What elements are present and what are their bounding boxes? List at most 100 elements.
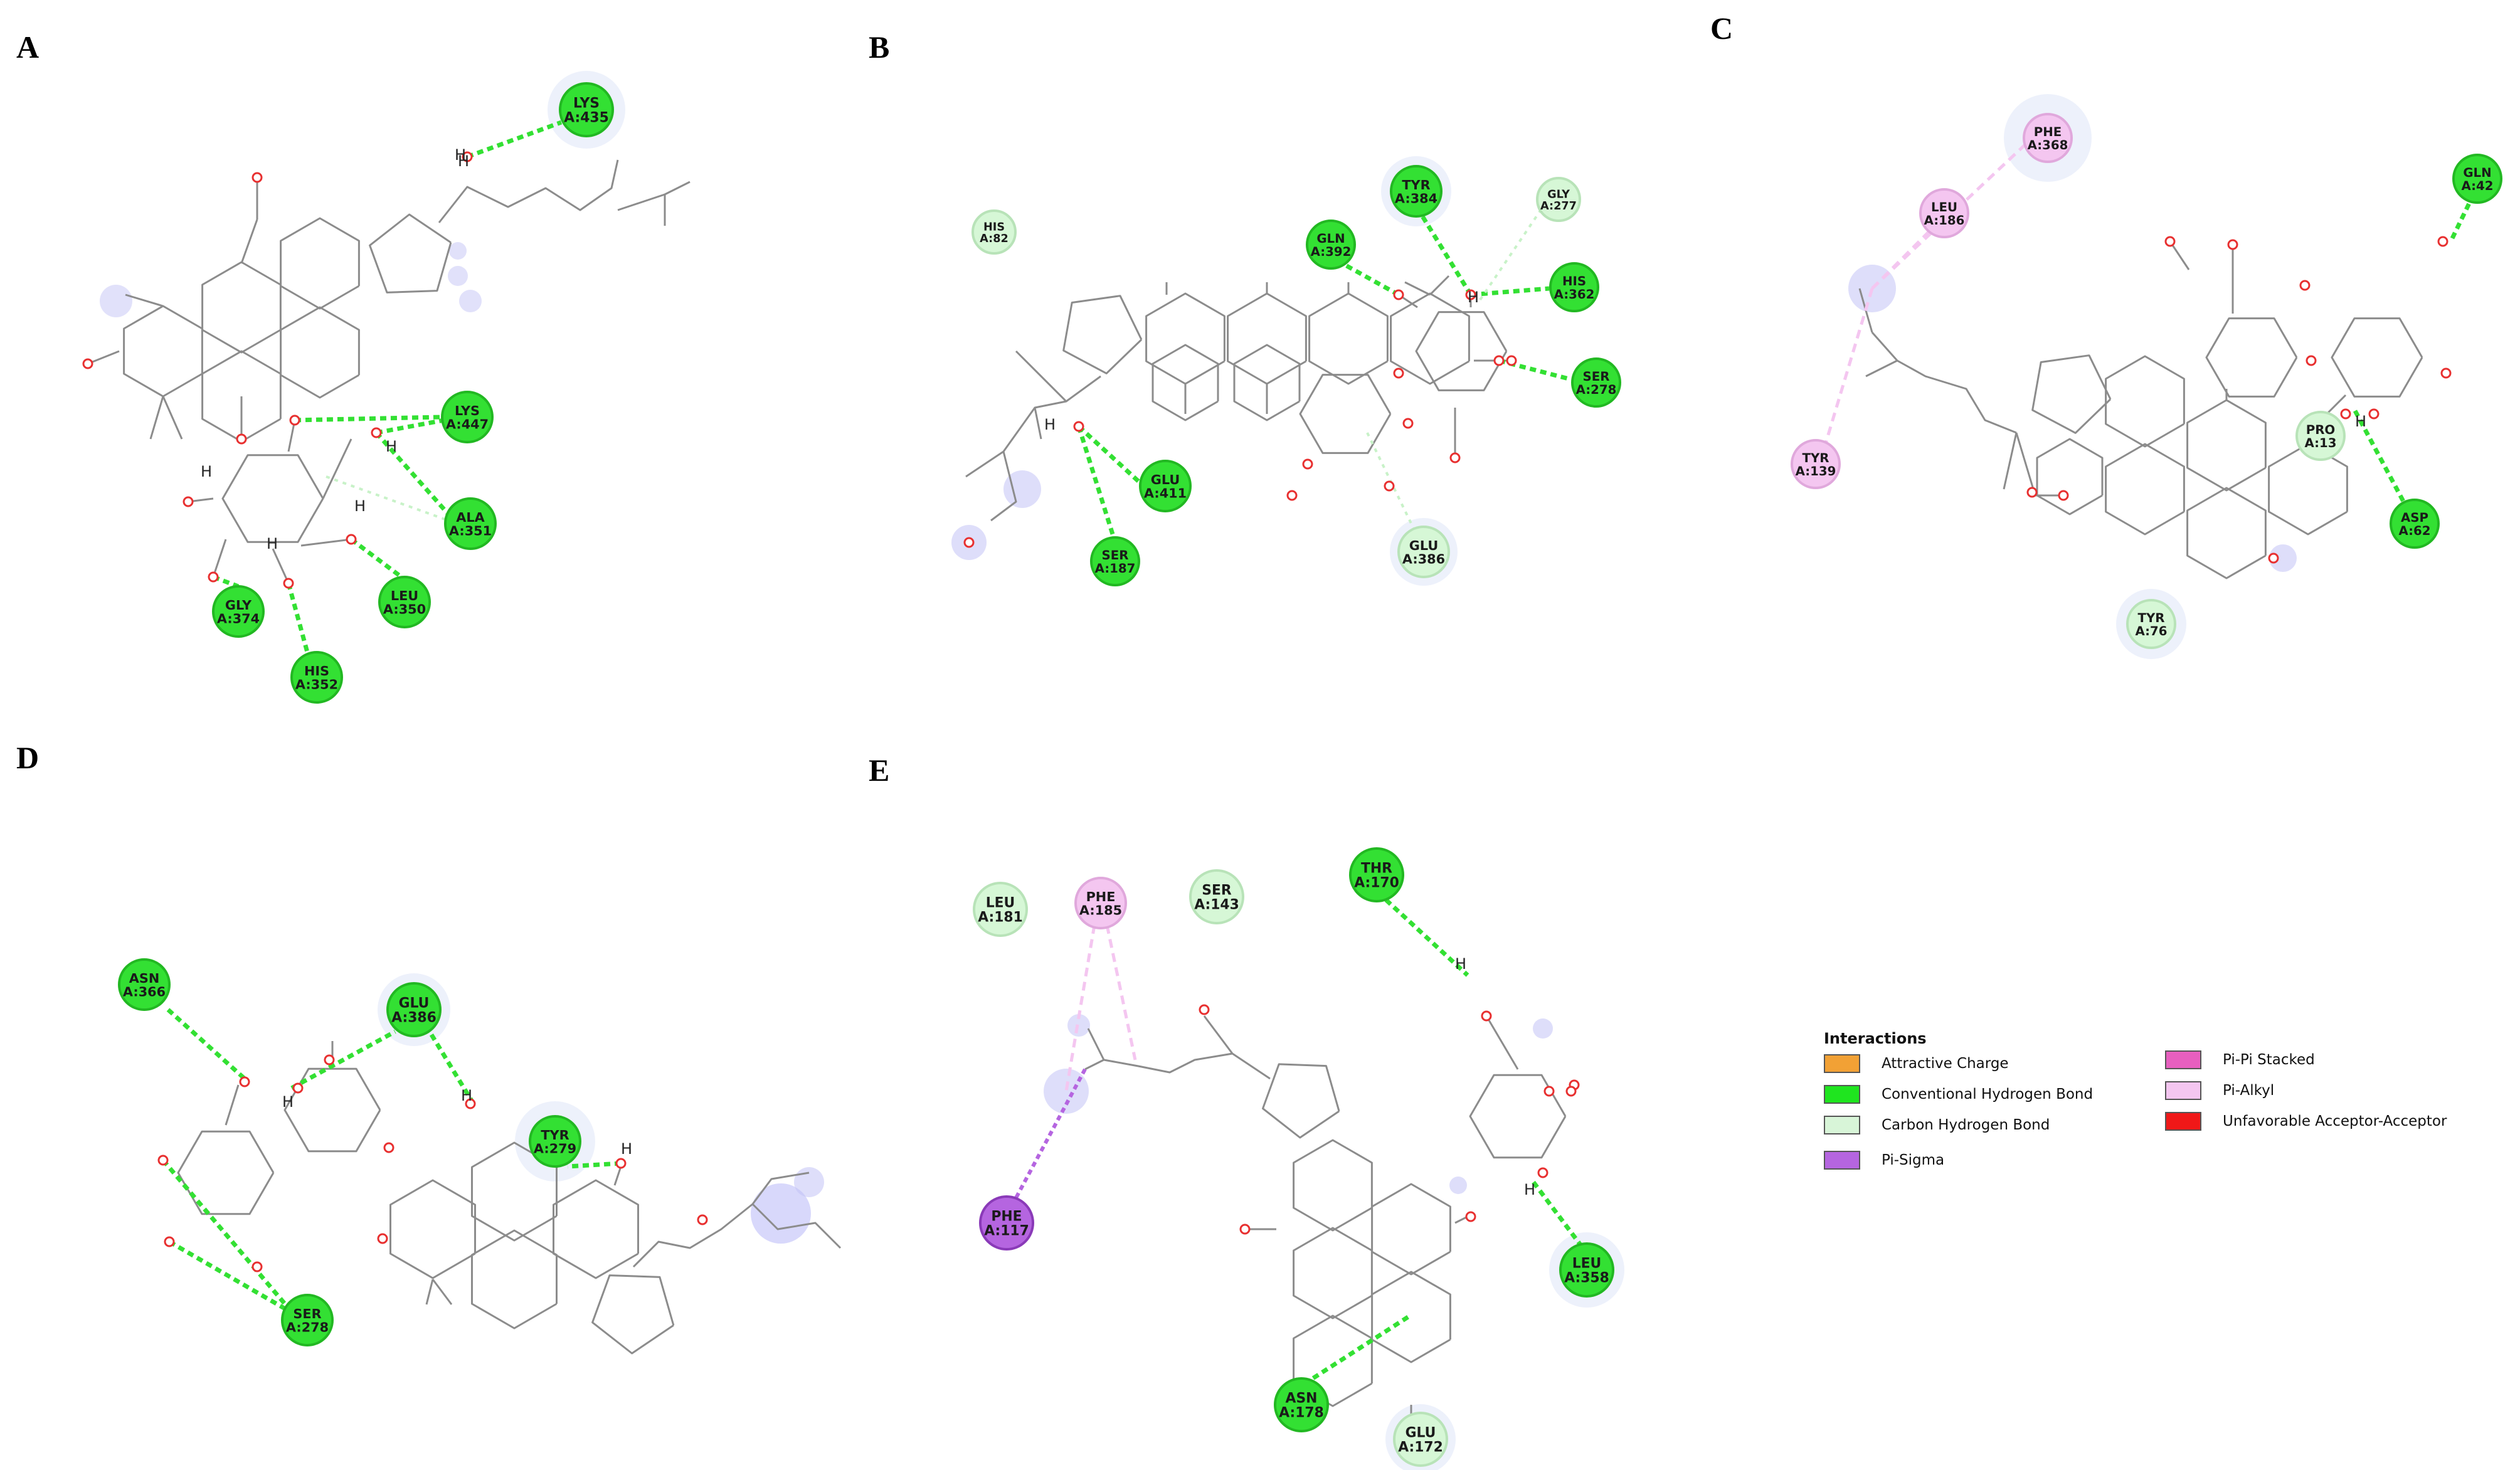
interaction-line [466, 120, 563, 159]
oxygen-atom [1393, 289, 1404, 300]
oxygen-atom [2437, 236, 2449, 247]
residue-id: A:181 [978, 910, 1023, 926]
oxygen-atom [377, 1233, 388, 1244]
residue-name: SER [1102, 548, 1129, 563]
ligand-bond [438, 159, 619, 223]
residue-id: A:366 [123, 985, 166, 1000]
ligand-bond [125, 293, 164, 307]
oxygen-atom [164, 1236, 175, 1247]
interaction-line [428, 1030, 475, 1105]
interaction-line [1823, 288, 1874, 446]
residue-circle [212, 585, 265, 638]
interaction-line [1105, 924, 1137, 1060]
ligand-ring [283, 1067, 381, 1153]
ligand-ring [2186, 399, 2267, 492]
residue-name: ALA [456, 510, 484, 525]
legend-item-label: Pi-Sigma [1882, 1152, 1945, 1168]
hydrogen-atom-label: H [461, 1087, 472, 1104]
ligand-bond [1084, 1052, 1271, 1080]
oxygen-atom [963, 537, 975, 548]
oxygen-atom [697, 1214, 708, 1225]
ligand-ring [2205, 317, 2298, 398]
residue-name: PHE [2034, 125, 2062, 139]
residue-id: A:392 [1311, 245, 1352, 259]
ligand-bond [162, 396, 183, 440]
ligand-ring [471, 1229, 558, 1330]
interaction-line [1532, 1180, 1582, 1247]
ligand-ring [1390, 292, 1470, 385]
oxygen-atom [183, 496, 194, 507]
ligand-bond [225, 1084, 240, 1126]
ligand-ring [2268, 443, 2348, 536]
residue-circle [2390, 499, 2440, 549]
oxygen-atom [1465, 289, 1476, 300]
residue-circle [290, 651, 343, 704]
ligand-bond [1865, 359, 1898, 378]
residue-id: A:278 [1576, 383, 1617, 397]
ligand-bond [632, 1203, 842, 1268]
residue-circle [2023, 113, 2073, 163]
oxygen-atom [346, 534, 357, 545]
oxygen-atom [2268, 553, 2279, 564]
ligand-ring [1308, 292, 1389, 385]
ligand-ring [1227, 292, 1307, 385]
residue-circle [1559, 1242, 1614, 1298]
ligand-ring [389, 1179, 476, 1279]
legend-swatch [1824, 1054, 1860, 1073]
oxygen-atom [2306, 355, 2317, 366]
ligand-ring [1151, 344, 1219, 421]
ligand-ring [2105, 355, 2185, 448]
panel-label-b: B [869, 29, 889, 65]
oxygen-atom [371, 427, 382, 438]
ligand-ring [1062, 295, 1143, 374]
ligand-ring [553, 1179, 639, 1279]
ligand-bond [425, 1279, 434, 1305]
oxygen-atom [465, 1098, 476, 1109]
panel-label-e: E [869, 753, 889, 788]
interaction-line [1310, 1315, 1409, 1382]
interaction-line [349, 537, 403, 579]
ligand-ring [2105, 443, 2185, 536]
ligand-ring [1293, 1314, 1373, 1407]
residue-circle [2452, 154, 2502, 204]
oxygen-atom [2299, 280, 2311, 291]
ligand-ring [1415, 311, 1508, 391]
residue-circle [971, 209, 1017, 255]
legend-item-label: Pi-Alkyl [2223, 1082, 2275, 1099]
interaction-line [161, 1158, 287, 1306]
residue-circle [1349, 847, 1404, 902]
residue-id: A:13 [2304, 436, 2336, 450]
oxygen-atom [324, 1054, 335, 1065]
ligand-ring [280, 306, 360, 399]
ligand-ring [1262, 1063, 1340, 1139]
residue-name: LEU [1931, 200, 1957, 214]
interaction-line [1077, 425, 1142, 485]
residue-id: A:352 [295, 677, 338, 692]
oxygen-atom [1537, 1167, 1549, 1178]
residue-circle [386, 982, 442, 1037]
ligand-bond [990, 451, 1017, 522]
interaction-line [286, 583, 310, 653]
residue-id: A:384 [1395, 191, 1437, 206]
residue-id: A:76 [2135, 624, 2167, 638]
oxygen-atom [82, 358, 93, 369]
residue-id: A:139 [1796, 464, 1836, 479]
oxygen-atom [615, 1158, 627, 1169]
legend-item-carbon-hydrogen-bond: Carbon Hydrogen Bond [1824, 1114, 2050, 1136]
residue-circle [1536, 177, 1581, 222]
residue-id: A:350 [383, 602, 426, 617]
interaction-line [2353, 410, 2408, 506]
legend-item-label: Carbon Hydrogen Bond [1882, 1117, 2050, 1133]
residue-circle [1791, 439, 1841, 489]
legend-swatch [1824, 1151, 1860, 1170]
residue-id: A:435 [564, 110, 609, 126]
